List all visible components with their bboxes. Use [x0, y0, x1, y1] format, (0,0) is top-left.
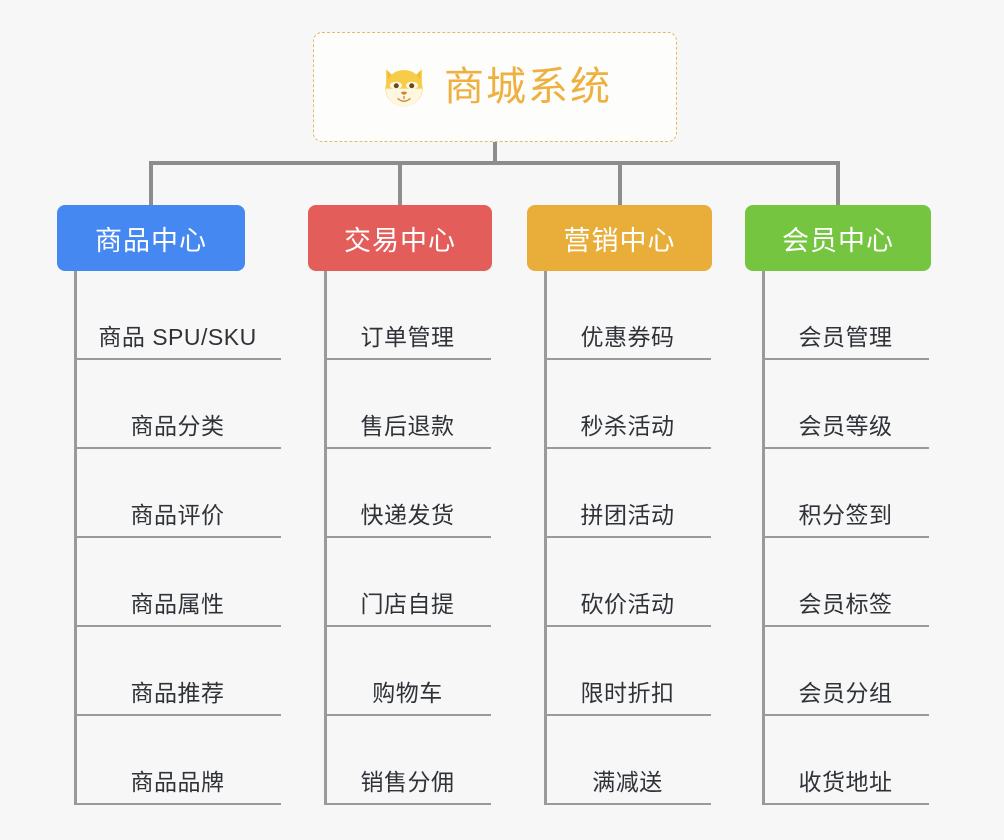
leaf-item-label: 拼团活动	[580, 502, 675, 528]
root-node-mall-system[interactable]: 商城系统	[313, 32, 677, 142]
category-header-3[interactable]: 营销中心	[527, 205, 712, 271]
leaf-item[interactable]: 订单管理	[324, 271, 491, 360]
leaf-item-label: 会员标签	[798, 591, 893, 617]
connector-root-stem	[493, 142, 497, 164]
leaf-item[interactable]: 商品属性	[74, 538, 281, 627]
leaf-item[interactable]: 商品 SPU/SKU	[74, 271, 281, 360]
leaf-item[interactable]: 优惠券码	[544, 271, 711, 360]
leaf-item[interactable]: 会员分组	[762, 627, 929, 716]
leaf-spine	[324, 271, 327, 805]
leaf-item-label: 限时折扣	[580, 680, 675, 706]
leaf-item-label: 收货地址	[798, 769, 893, 795]
connector-drop-4	[836, 161, 840, 207]
leaf-item-label: 商品推荐	[130, 680, 225, 706]
leaf-item[interactable]: 砍价活动	[544, 538, 711, 627]
leaf-item-label: 会员管理	[798, 324, 893, 350]
leaf-item-label: 会员分组	[798, 680, 893, 706]
leaf-item[interactable]: 限时折扣	[544, 627, 711, 716]
category-header-1[interactable]: 商品中心	[57, 205, 245, 271]
leaf-item[interactable]: 积分签到	[762, 449, 929, 538]
leaf-item[interactable]: 会员标签	[762, 538, 929, 627]
leaf-spine	[544, 271, 547, 805]
leaf-item[interactable]: 商品推荐	[74, 627, 281, 716]
leaf-item-label: 快递发货	[360, 502, 455, 528]
leaf-item-label: 门店自提	[360, 591, 455, 617]
leaf-item[interactable]: 门店自提	[324, 538, 491, 627]
connector-horizontal-bus	[150, 161, 839, 165]
connector-drop-3	[618, 161, 622, 207]
leaf-item[interactable]: 会员等级	[762, 360, 929, 449]
leaf-item[interactable]: 购物车	[324, 627, 491, 716]
leaf-item-label: 积分签到	[798, 502, 893, 528]
category-header-2[interactable]: 交易中心	[308, 205, 492, 271]
leaf-item-label: 商品分类	[130, 413, 225, 439]
category-header-4[interactable]: 会员中心	[745, 205, 931, 271]
leaf-item-label: 购物车	[372, 680, 443, 706]
root-title: 商城系统	[444, 65, 612, 109]
leaf-item-label: 商品评价	[130, 502, 225, 528]
leaf-item[interactable]: 秒杀活动	[544, 360, 711, 449]
leaf-item[interactable]: 商品品牌	[74, 716, 281, 805]
leaf-spine	[74, 271, 77, 805]
leaf-item[interactable]: 售后退款	[324, 360, 491, 449]
leaf-item-label: 会员等级	[798, 413, 893, 439]
leaf-item[interactable]: 会员管理	[762, 271, 929, 360]
leaf-item-label: 销售分佣	[360, 769, 455, 795]
leaf-item[interactable]: 快递发货	[324, 449, 491, 538]
leaf-item-label: 订单管理	[360, 324, 455, 350]
leaf-item-label: 满减送	[592, 769, 663, 795]
leaf-item-label: 商品 SPU/SKU	[98, 324, 257, 350]
leaf-item[interactable]: 收货地址	[762, 716, 929, 805]
leaf-item[interactable]: 商品分类	[74, 360, 281, 449]
connector-drop-1	[149, 161, 153, 207]
shiba-dog-face-icon	[385, 69, 423, 107]
leaf-item-label: 优惠券码	[580, 324, 675, 350]
leaf-item-label: 售后退款	[360, 413, 455, 439]
leaf-spine	[762, 271, 765, 805]
leaf-item[interactable]: 销售分佣	[324, 716, 491, 805]
leaf-item-label: 商品品牌	[130, 769, 225, 795]
connector-drop-2	[398, 161, 402, 207]
leaf-item[interactable]: 满减送	[544, 716, 711, 805]
leaf-item[interactable]: 拼团活动	[544, 449, 711, 538]
leaf-item-label: 砍价活动	[580, 591, 675, 617]
leaf-item[interactable]: 商品评价	[74, 449, 281, 538]
leaf-item-label: 商品属性	[130, 591, 225, 617]
leaf-item-label: 秒杀活动	[580, 413, 675, 439]
